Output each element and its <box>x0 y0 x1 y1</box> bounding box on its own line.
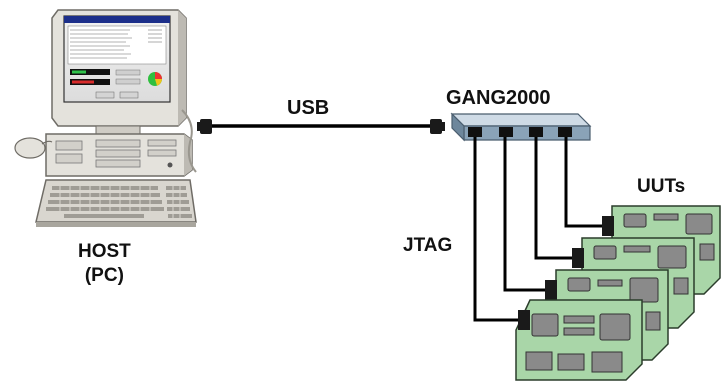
jtag-cables <box>473 137 605 322</box>
device-label: GANG2000 <box>446 87 551 109</box>
uuts-label: UUTs <box>637 176 686 197</box>
usb-label: USB <box>287 97 330 119</box>
desktop-pc-icon <box>14 9 197 227</box>
jtag-label: JTAG <box>403 235 453 256</box>
usb-cable <box>197 119 445 134</box>
usb-hub-icon <box>450 112 592 142</box>
host-label: HOST (PC) <box>78 240 131 288</box>
host-label-line1: HOST <box>78 241 131 262</box>
host-label-line2: (PC) <box>84 265 124 286</box>
uut-board <box>515 299 643 381</box>
circuit-board-icon <box>515 205 721 381</box>
